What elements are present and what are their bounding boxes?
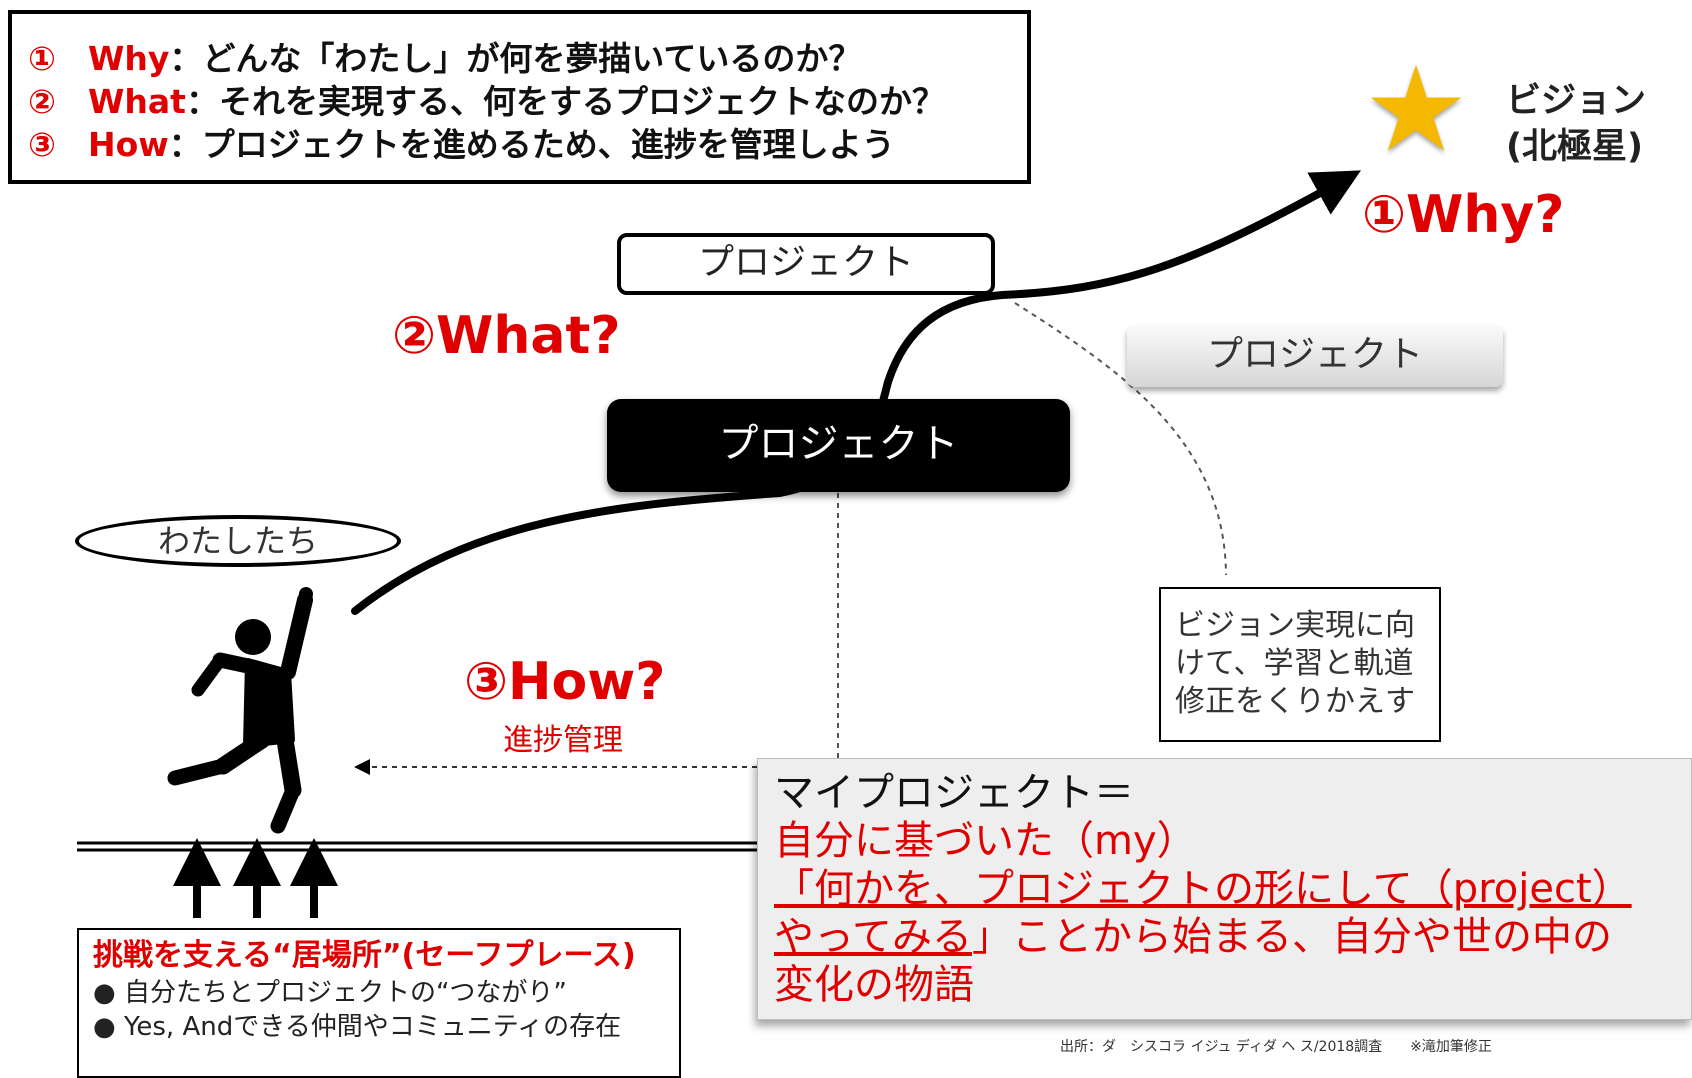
how-label: ③How? xyxy=(464,652,666,712)
legend-row-what: ② What：それを実現する、何をするプロジェクトなのか？ xyxy=(28,75,945,123)
legend-text: ：プロジェクトを進めるため、進捗を管理しよう xyxy=(168,125,895,164)
my-project-line: マイプロジェクト＝ xyxy=(774,770,1134,816)
safe-place-item: ● 自分たちとプロジェクトの“つながり” xyxy=(93,978,567,1008)
source-credit: 出所：ダ シスコラ イジュ ディダ ヘ ス/2018調査 ※滝加筆修正 xyxy=(1060,1039,1492,1055)
legend-key: What xyxy=(88,82,186,121)
project-box-grey: プロジェクト xyxy=(1127,325,1503,387)
learning-note: ビジョン実現に向 けて、学習と軌道 修正をくりかえす xyxy=(1159,587,1441,742)
my-project-definition: マイプロジェクト＝ 自分に基づいた（my） 「何かを、プロジェクトの形にして（p… xyxy=(757,758,1692,1020)
vision-line1: ビジョン xyxy=(1506,81,1647,121)
diagram-overlay xyxy=(77,170,1362,918)
my-project-line: 「何かを、プロジェクトの形にして（project） xyxy=(774,866,1632,912)
vision-line2: (北極星) xyxy=(1506,127,1643,167)
safe-place-item: ● Yes, Andできる仲間やコミュニティの存在 xyxy=(93,1012,622,1042)
legend-text: ：どんな「わたし」が何を夢描いているのか？ xyxy=(169,39,862,78)
my-project-underlined: やってみる xyxy=(774,914,972,960)
vision-label: ビジョン (北極星) xyxy=(1506,78,1646,170)
note-line: けて、学習と軌道 xyxy=(1175,646,1414,681)
project-box-black: プロジェクト xyxy=(607,399,1070,492)
legend-row-how: ③ How：プロジェクトを進めるため、進捗を管理しよう xyxy=(28,118,895,166)
legend-num: ① xyxy=(28,39,56,78)
legend-box: ① Why：どんな「わたし」が何を夢描いているのか？ ② What：それを実現する、… xyxy=(8,10,1031,184)
legend-text: ：それを実現する、何をするプロジェクトなのか？ xyxy=(185,82,945,121)
project-box-top: プロジェクト xyxy=(617,233,995,295)
dotted-branch-line xyxy=(1014,302,1227,576)
my-project-line: 自分に基づいた（my） xyxy=(774,818,1197,864)
what-label: ②What? xyxy=(392,306,621,366)
why-label: ①Why? xyxy=(1362,185,1565,245)
legend-num: ② xyxy=(28,82,56,121)
legend-key: How xyxy=(88,125,169,164)
note-line: ビジョン実現に向 xyxy=(1175,608,1415,643)
path-to-vision xyxy=(351,170,1362,615)
star-icon: ★ xyxy=(1363,40,1469,178)
my-project-line: 変化の物語 xyxy=(774,962,974,1008)
safe-place-title: 挑戦を支える“居場所”(セーフプレース) xyxy=(93,938,636,973)
my-project-line: やってみる」ことから始まる、自分や世の中の xyxy=(774,913,1675,961)
jumping-person-icon xyxy=(167,587,313,834)
safe-place-box: 挑戦を支える“居場所”(セーフプレース) ● 自分たちとプロジェクトの“つながり… xyxy=(77,928,681,1078)
legend-row-why: ① Why：どんな「わたし」が何を夢描いているのか？ xyxy=(28,32,861,80)
my-project-text: 」ことから始まる、自分や世の中の xyxy=(972,914,1612,960)
watashi-label: わたしたち xyxy=(75,515,401,567)
note-line: 修正をくりかえす xyxy=(1175,684,1415,719)
legend-key: Why xyxy=(88,39,170,78)
legend-num: ③ xyxy=(28,125,56,164)
how-sub-label: 進捗管理 xyxy=(503,723,623,758)
